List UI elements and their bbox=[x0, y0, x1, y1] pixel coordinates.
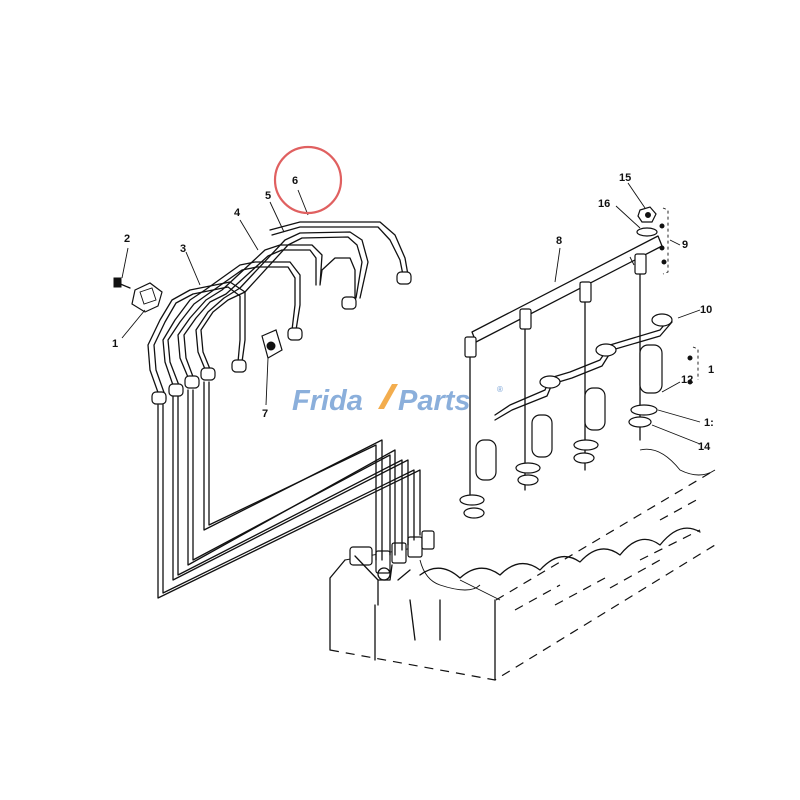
watermark-swoosh bbox=[378, 384, 398, 409]
callout-11: 1 bbox=[708, 364, 714, 376]
injectors bbox=[459, 344, 663, 519]
callout-3: 3 bbox=[180, 243, 186, 255]
leak-off-lines bbox=[494, 313, 673, 421]
rail-washer bbox=[636, 227, 658, 237]
callout-7: 7 bbox=[262, 408, 268, 420]
highlight-circle bbox=[273, 145, 343, 215]
bracket-dashes bbox=[659, 207, 699, 385]
rail-nut bbox=[637, 206, 657, 223]
callout-15: 15 bbox=[619, 172, 631, 184]
callout-16: 16 bbox=[598, 198, 610, 210]
callout-8: 8 bbox=[556, 235, 562, 247]
watermark-parts: Parts bbox=[398, 385, 471, 417]
line-clamp bbox=[131, 282, 163, 313]
watermark-friday: Frida bbox=[292, 385, 363, 417]
fuel-line-bundle bbox=[147, 221, 409, 399]
callout-4: 4 bbox=[234, 207, 241, 219]
fuel-line-nuts bbox=[151, 271, 412, 405]
callout-12: 12 bbox=[681, 374, 693, 386]
callout-9: 9 bbox=[682, 239, 688, 251]
watermark: Frida Parts ® bbox=[292, 384, 503, 417]
clamp-bolt bbox=[113, 277, 131, 289]
callout-10: 10 bbox=[700, 304, 712, 316]
callout-6: 6 bbox=[292, 175, 298, 187]
callout-14: 14 bbox=[698, 441, 711, 453]
fuel-lines-routing bbox=[157, 381, 421, 599]
callout-5: 5 bbox=[265, 190, 271, 202]
callout-13: 1: bbox=[704, 417, 714, 429]
return-rail bbox=[471, 235, 663, 343]
injection-pump-outlets bbox=[349, 530, 435, 606]
callouts: 1 2 3 4 5 6 7 8 9 10 1 12 1: 14 15 16 bbox=[112, 172, 714, 453]
watermark-registered: ® bbox=[497, 385, 503, 394]
leader-lines bbox=[121, 182, 701, 445]
line-clamp-lower bbox=[261, 329, 283, 359]
callout-1: 1 bbox=[112, 338, 118, 350]
engine-block bbox=[329, 448, 716, 681]
callout-2: 2 bbox=[124, 233, 130, 245]
